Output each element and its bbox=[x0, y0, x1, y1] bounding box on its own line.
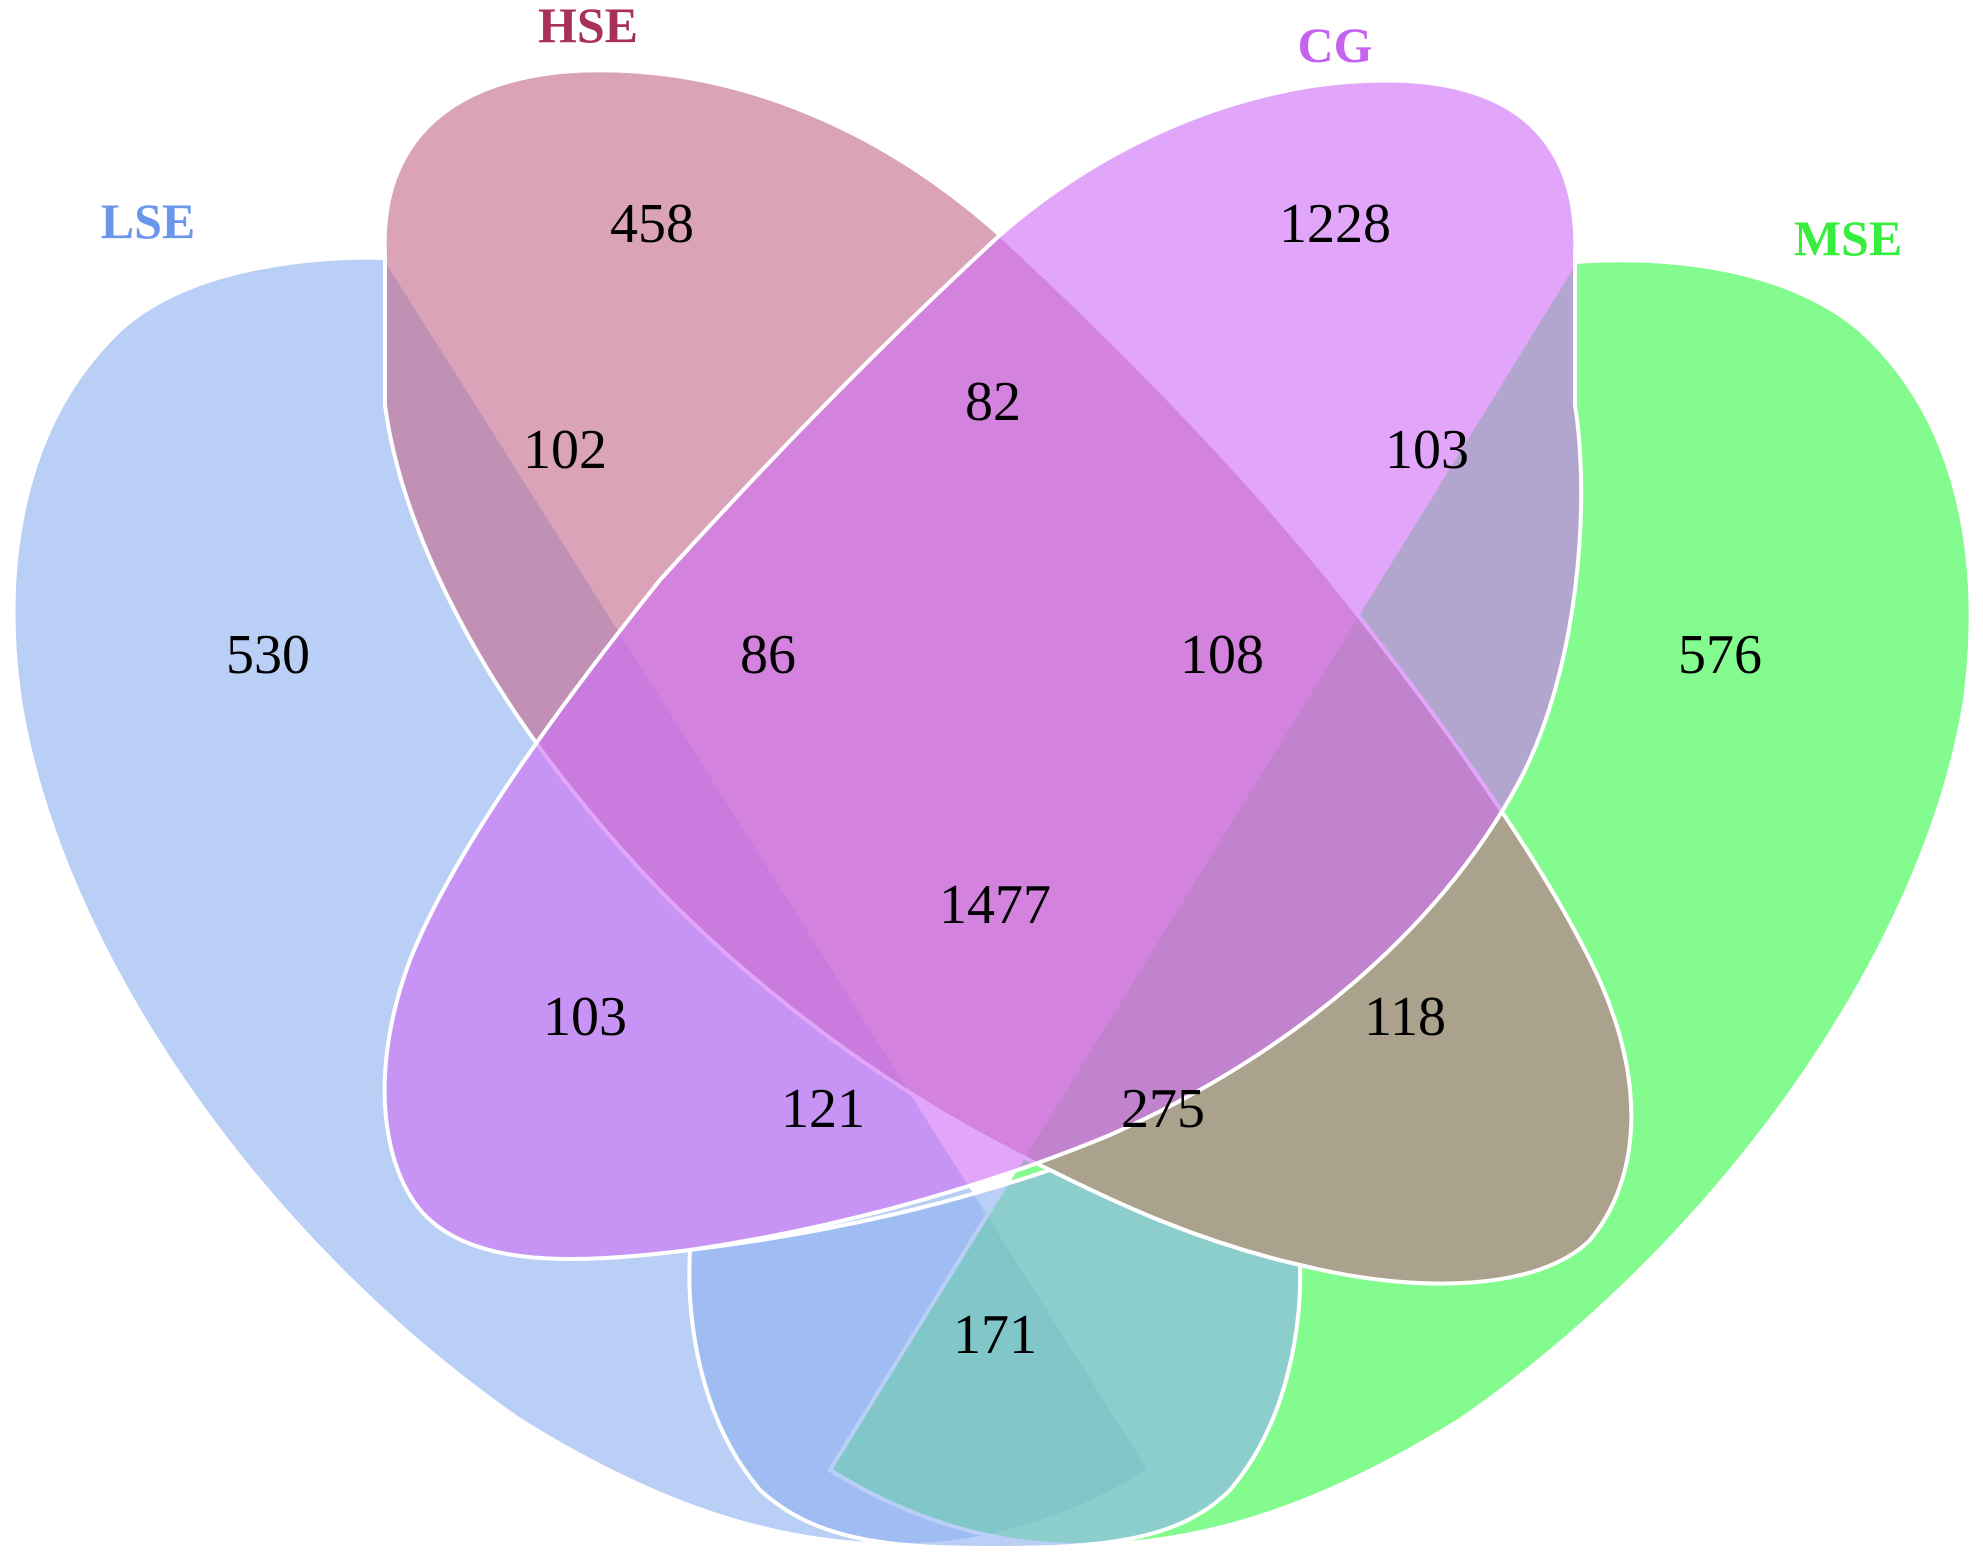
set-labels: LSE HSE CG MSE bbox=[101, 0, 1902, 266]
set-label-lse: LSE bbox=[101, 193, 196, 249]
set-label-hse: HSE bbox=[538, 0, 638, 53]
region-count-lse-hse-cg: 86 bbox=[740, 624, 796, 686]
region-count-cg-mse: 103 bbox=[1385, 419, 1469, 481]
region-count-hse-cg: 82 bbox=[965, 371, 1021, 433]
set-label-mse: MSE bbox=[1794, 210, 1902, 266]
set-label-cg: CG bbox=[1298, 17, 1373, 73]
region-count-hse: 458 bbox=[610, 193, 694, 255]
region-count-lse-hse-mse: 275 bbox=[1121, 1078, 1205, 1140]
region-count-cg: 1228 bbox=[1279, 193, 1391, 255]
set-shapes bbox=[11, 68, 1973, 1551]
region-count-hse-cg-mse: 108 bbox=[1180, 624, 1264, 686]
region-count-lse-mse: 171 bbox=[953, 1304, 1037, 1366]
region-count-lse: 530 bbox=[226, 624, 310, 686]
region-count-hse-mse: 118 bbox=[1364, 986, 1446, 1048]
set-shape-cg bbox=[382, 78, 1584, 1261]
region-count-lse-hse: 102 bbox=[523, 419, 607, 481]
region-count-mse: 576 bbox=[1678, 624, 1762, 686]
region-counts: 530 458 1228 576 102 82 103 103 118 171 … bbox=[226, 193, 1762, 1366]
region-count-lse-cg-mse: 121 bbox=[781, 1078, 865, 1140]
region-count-lse-cg: 103 bbox=[543, 986, 627, 1048]
set-shape-bottom-lens bbox=[687, 1167, 1303, 1551]
region-count-all: 1477 bbox=[939, 874, 1051, 936]
